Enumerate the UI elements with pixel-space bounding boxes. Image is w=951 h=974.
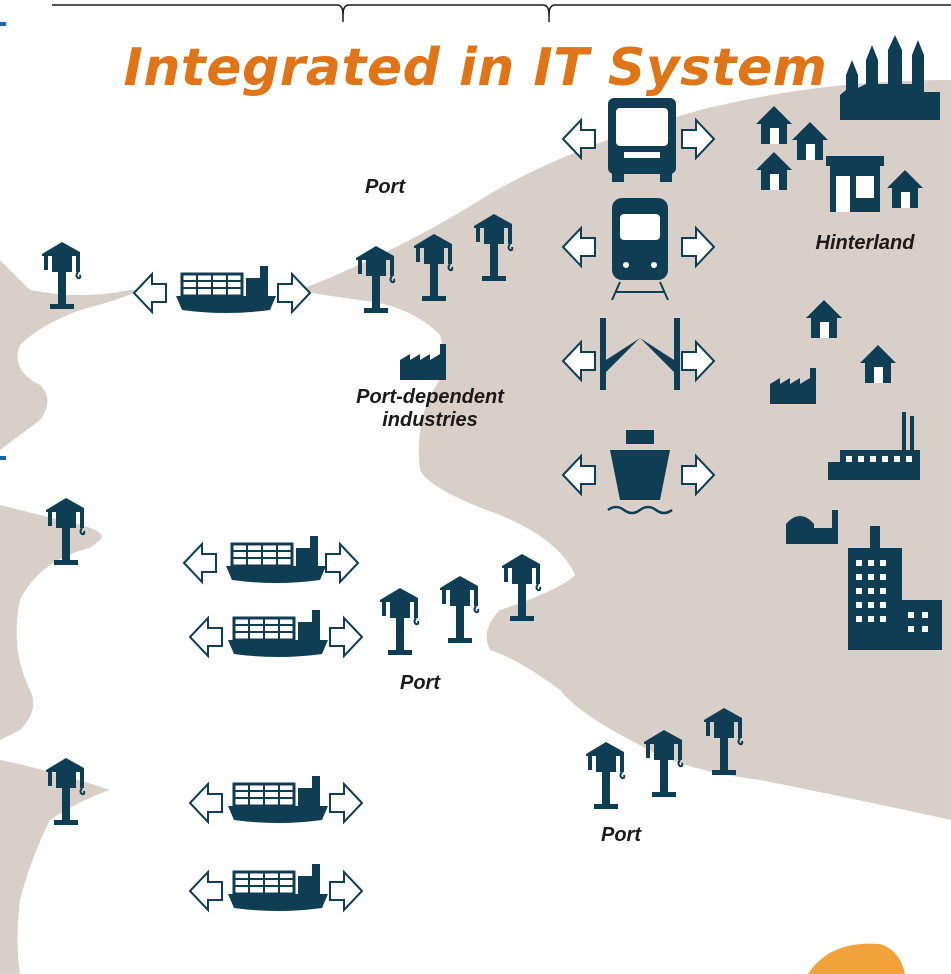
arrow-left-icon <box>189 617 223 657</box>
train-icon <box>611 198 669 301</box>
city-skyline-icon <box>840 35 940 120</box>
ship-route-top <box>133 264 311 315</box>
ship-route <box>189 774 363 825</box>
arrow-right-icon <box>329 871 363 911</box>
crane-icon <box>379 587 420 656</box>
hinterland-label: Hinterland <box>815 232 915 254</box>
left-edge-accent <box>0 456 6 460</box>
crane-icon <box>585 741 626 810</box>
factory-icon <box>400 344 446 380</box>
arrow-right-icon <box>277 273 311 313</box>
bridge-icon <box>600 318 680 390</box>
ferry-icon <box>607 430 673 515</box>
ship-route <box>189 862 363 913</box>
industrial-plant-icon <box>828 412 920 480</box>
arrow-left-icon <box>189 783 223 823</box>
container-ship-icon <box>174 264 278 315</box>
arrow-left-icon <box>183 543 217 583</box>
port-label-top: Port <box>365 176 405 198</box>
left-shore-middle <box>0 505 102 740</box>
storage-tank-icon <box>786 510 838 544</box>
container-ship-icon <box>226 774 330 825</box>
port-label-middle: Port <box>400 672 440 694</box>
left-shore-lower <box>0 760 110 974</box>
ship-route <box>189 608 363 659</box>
top-brackets <box>52 4 951 22</box>
orange-corner-accent <box>808 943 905 974</box>
arrow-left-icon <box>133 273 167 313</box>
left-edge-accent <box>0 22 6 26</box>
crane-icon <box>643 729 684 798</box>
page-title: Integrated in IT System <box>123 38 828 98</box>
shop-building-icon <box>826 156 884 212</box>
crane-icon <box>439 575 480 644</box>
arrow-right-icon <box>325 543 359 583</box>
left-shore-upper <box>0 260 140 450</box>
industries-label-line1: Port-dependent <box>356 386 504 408</box>
arrow-right-icon <box>329 617 363 657</box>
office-building-icon <box>848 526 942 650</box>
container-ship-icon <box>226 608 330 659</box>
industries-label-line2: industries <box>382 409 478 431</box>
truck-icon <box>608 98 676 182</box>
arrow-right-icon <box>329 783 363 823</box>
arrow-left-icon <box>189 871 223 911</box>
ship-route <box>183 534 359 585</box>
container-ship-icon <box>224 534 328 585</box>
container-ship-icon <box>226 862 330 913</box>
port-label-bottom: Port <box>601 824 641 846</box>
industries-label: Port-dependent industries <box>340 386 520 432</box>
